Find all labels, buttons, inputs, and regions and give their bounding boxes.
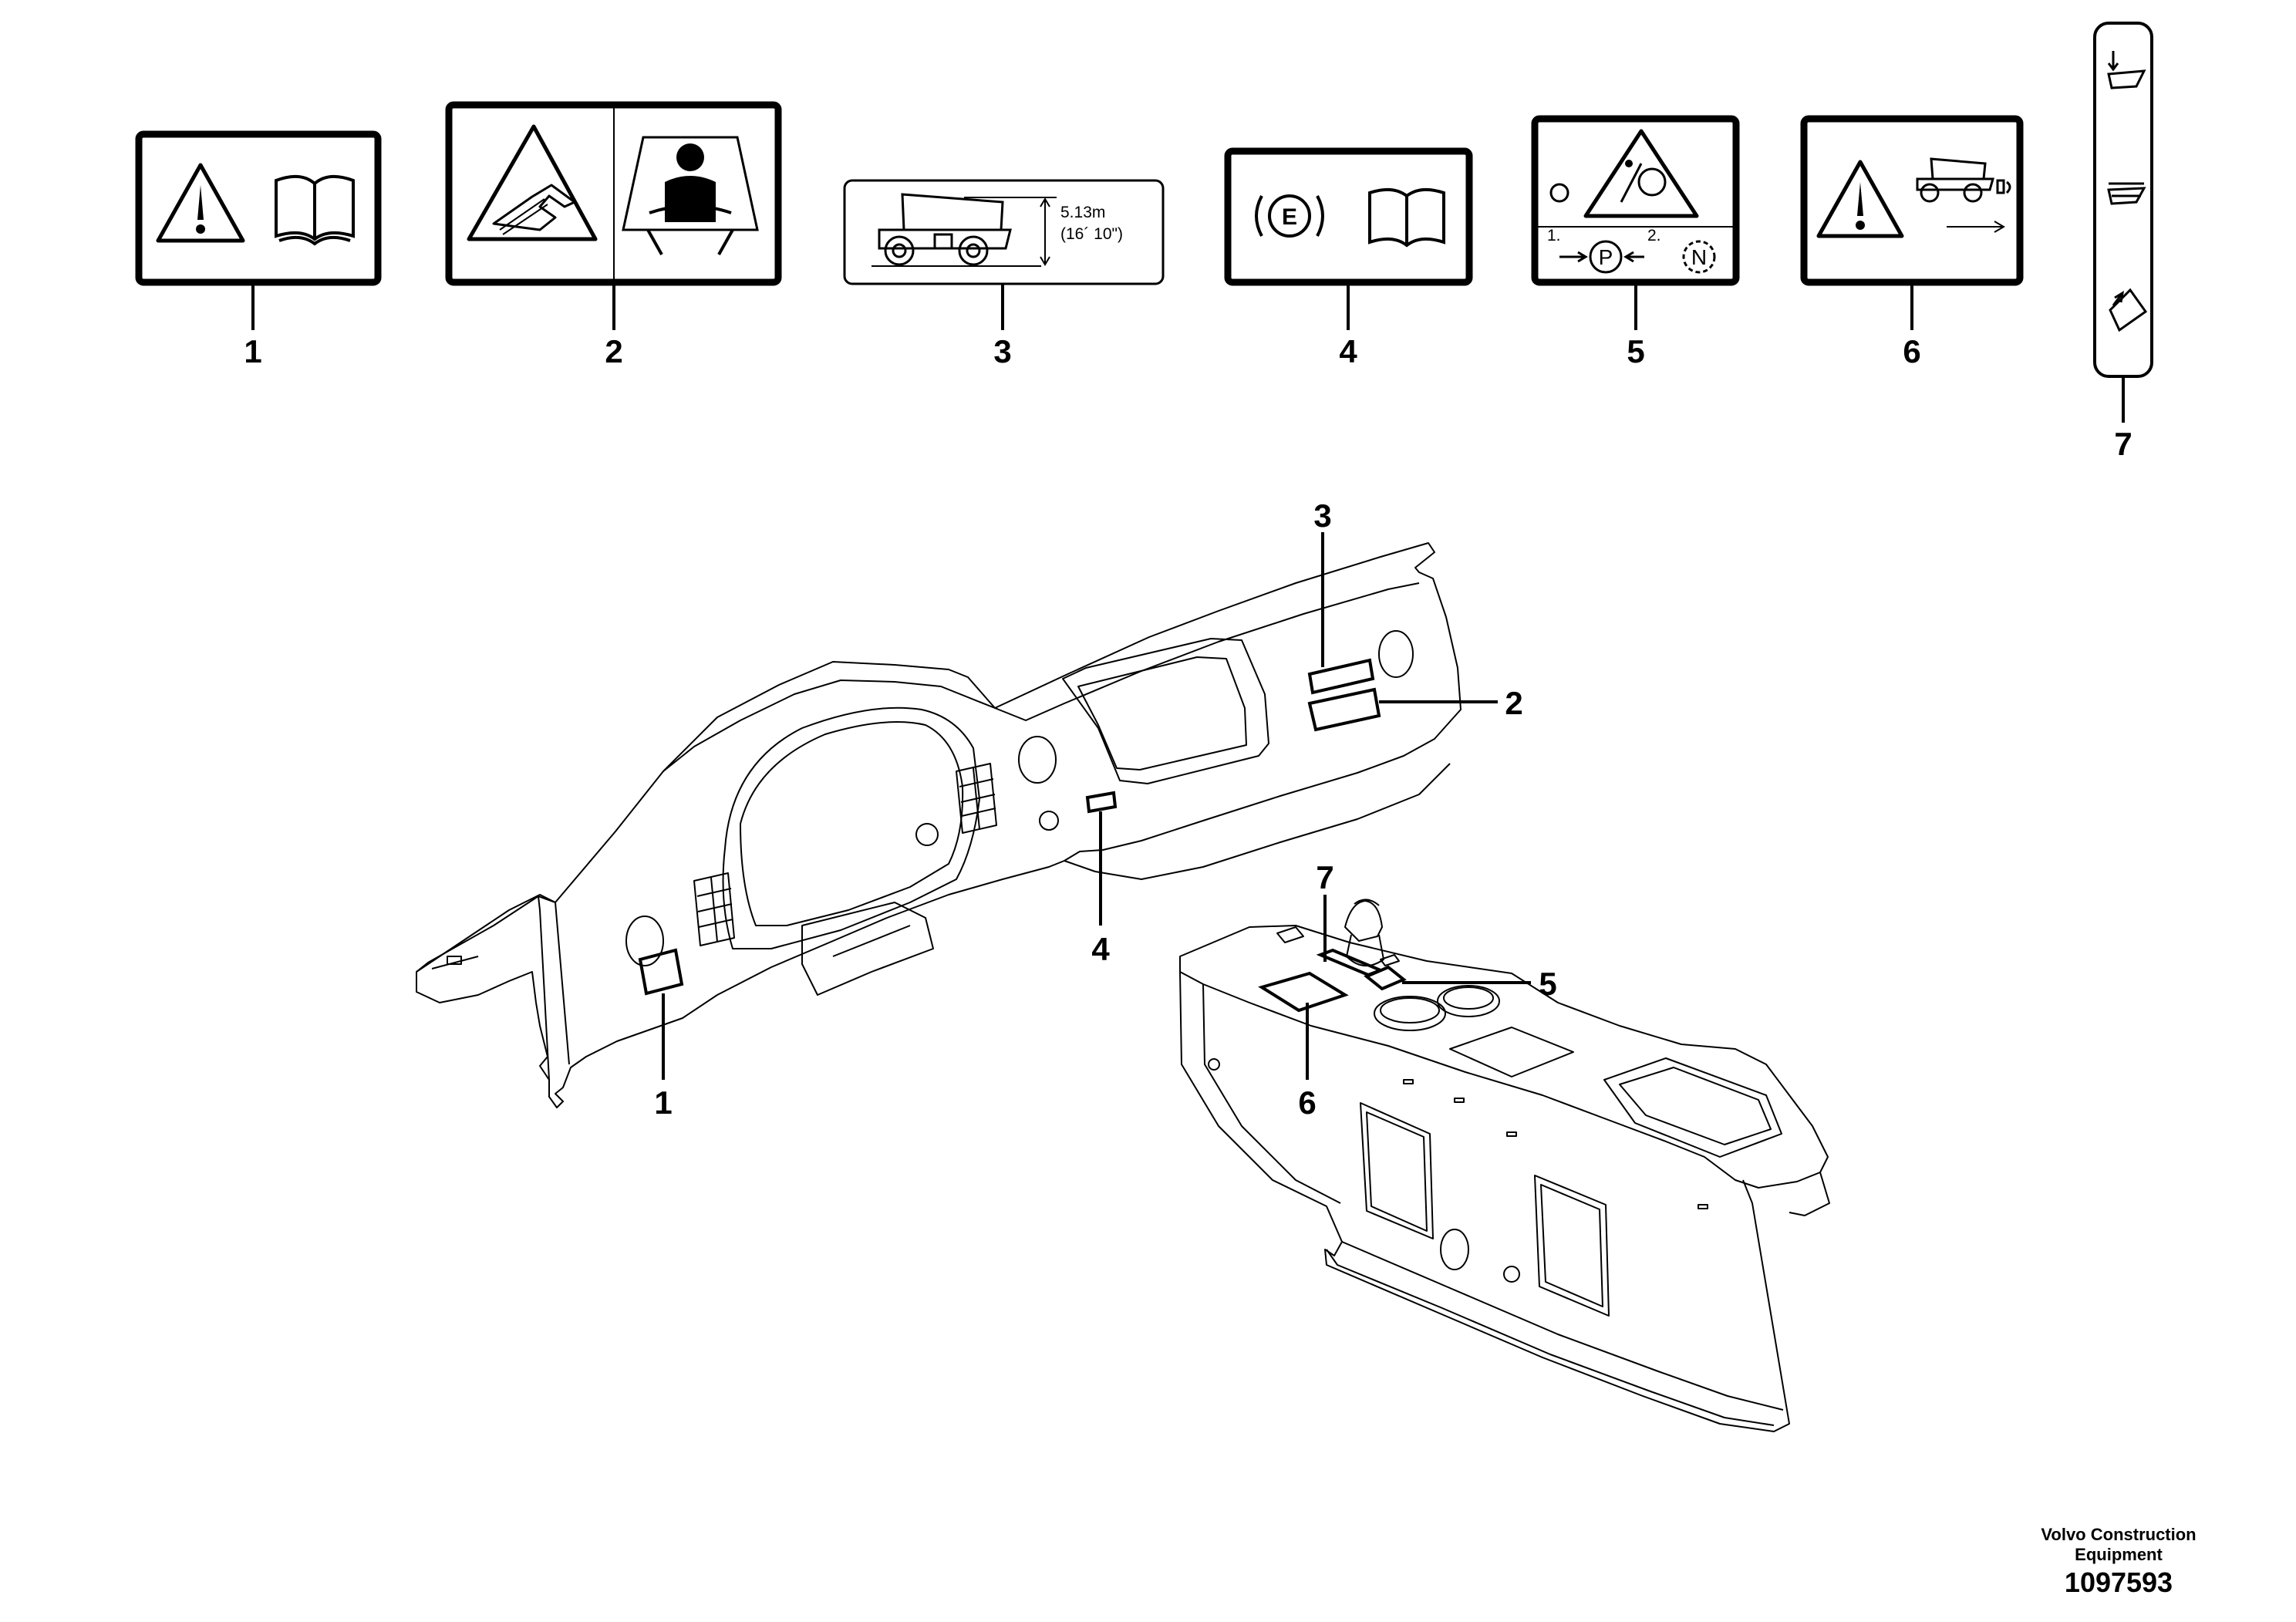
crush-hazard-icon (1583, 129, 1699, 218)
decal-3 (843, 179, 1165, 330)
dashboard-decal-2 (1307, 687, 1381, 732)
install-callout-7: 7 (1316, 859, 1333, 895)
dashboard-panel (416, 542, 1462, 1108)
arrow-right-icon (1947, 221, 2005, 233)
manual-book-icon (275, 174, 355, 246)
height-dimension-icon (872, 197, 1057, 267)
decal-6 (1800, 115, 2024, 330)
callout-4: 4 (1339, 333, 1357, 369)
document-number: 1097593 (2064, 1566, 2173, 1598)
switch-bank-upper (956, 763, 997, 834)
install-callout-2: 2 (1505, 685, 1522, 721)
center-console (1179, 899, 1830, 1432)
warning-triangle-icon (1816, 160, 1904, 238)
manufacturer-name: Volvo Construction Equipment (2041, 1525, 2197, 1564)
dump-truck-icon (878, 193, 1012, 266)
body-raise-icon (2109, 288, 2148, 332)
console-decal-7 (1316, 948, 1385, 977)
step-2-label: 2. (1647, 227, 1661, 244)
seated-operator-icon (622, 136, 759, 255)
decal-4 (1224, 147, 1473, 330)
neutral-letter: N (1691, 245, 1707, 269)
height-imperial: (16´ 10") (1060, 225, 1123, 243)
emergency-brake-icon (1255, 194, 1324, 238)
install-callout-1: 1 (654, 1084, 672, 1121)
body-hold-icon (2107, 182, 2146, 205)
callout-2: 2 (605, 333, 622, 369)
dashboard-decal-1 (638, 948, 684, 996)
callout-6: 6 (1903, 333, 1920, 369)
warning-triangle-icon (156, 163, 245, 243)
install-callout-3: 3 (1313, 497, 1331, 534)
decal-7 (2093, 22, 2153, 423)
callout-3: 3 (993, 333, 1011, 369)
console-decal-6 (1258, 971, 1349, 1013)
neutral-gear-icon (1682, 240, 1716, 274)
step-1-label: 1. (1547, 227, 1561, 244)
callout-5: 5 (1627, 333, 1644, 369)
assembly-leaders (662, 532, 1531, 1080)
install-callout-4: 4 (1091, 931, 1110, 967)
switch-bank-lower (693, 872, 735, 946)
decal-1 (135, 130, 382, 330)
body-lower-icon (2107, 51, 2146, 89)
document-footer: Volvo Construction Equipment 1097593 (1995, 1525, 2242, 1600)
tipping-hazard-icon (467, 124, 598, 241)
console-decal-5 (1364, 965, 1407, 991)
height-metric: 5.13m (1060, 204, 1105, 221)
install-callout-6: 6 (1298, 1084, 1316, 1121)
dump-truck-icon (1916, 157, 2011, 203)
callout-7: 7 (2114, 426, 2132, 462)
manual-book-icon (1368, 187, 1445, 248)
dashboard-decal-3 (1307, 658, 1375, 695)
indicator-lamp-icon (1549, 183, 1569, 203)
decal-5 (1531, 115, 1740, 330)
parking-brake-icon (1559, 240, 1644, 274)
decal-2 (445, 101, 782, 330)
emergency-e-glyph: E (1282, 204, 1297, 230)
parking-letter: P (1599, 245, 1613, 269)
callout-1: 1 (244, 333, 261, 369)
dashboard-decal-4 (1085, 791, 1118, 814)
